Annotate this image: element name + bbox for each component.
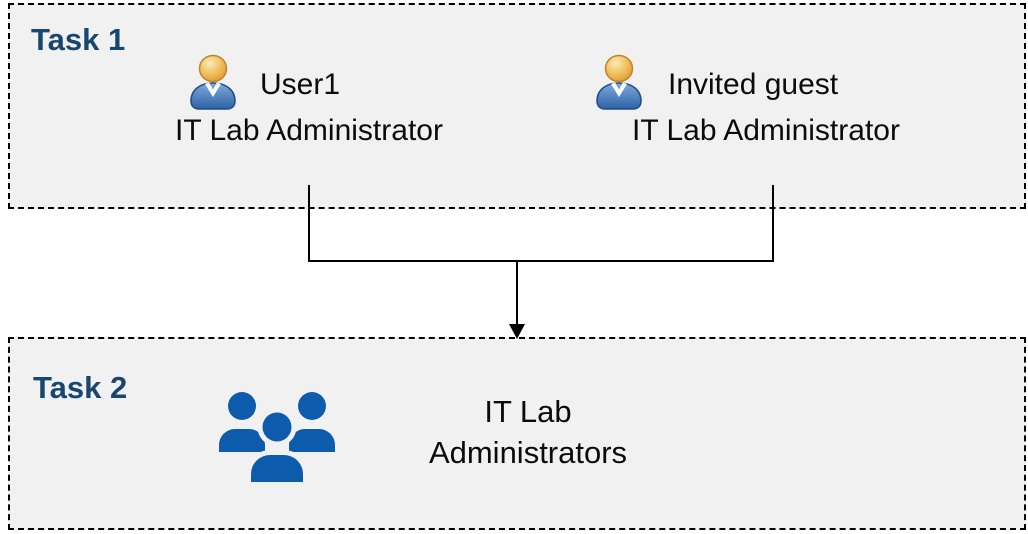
user2-role: IT Lab Administrator [632, 114, 900, 147]
task1-label: Task 1 [31, 22, 126, 57]
task1-box [8, 3, 1026, 209]
person-icon [596, 54, 642, 110]
user1-name: User1 [260, 68, 341, 101]
user2-name: Invited guest [668, 68, 839, 101]
task2-box [8, 337, 1026, 530]
people-group-icon [219, 392, 335, 482]
task2-label: Task 2 [33, 370, 128, 405]
person-icon [190, 54, 236, 110]
user1-role: IT Lab Administrator [175, 114, 443, 147]
group-name-label: IT Lab Administrators [428, 394, 628, 470]
